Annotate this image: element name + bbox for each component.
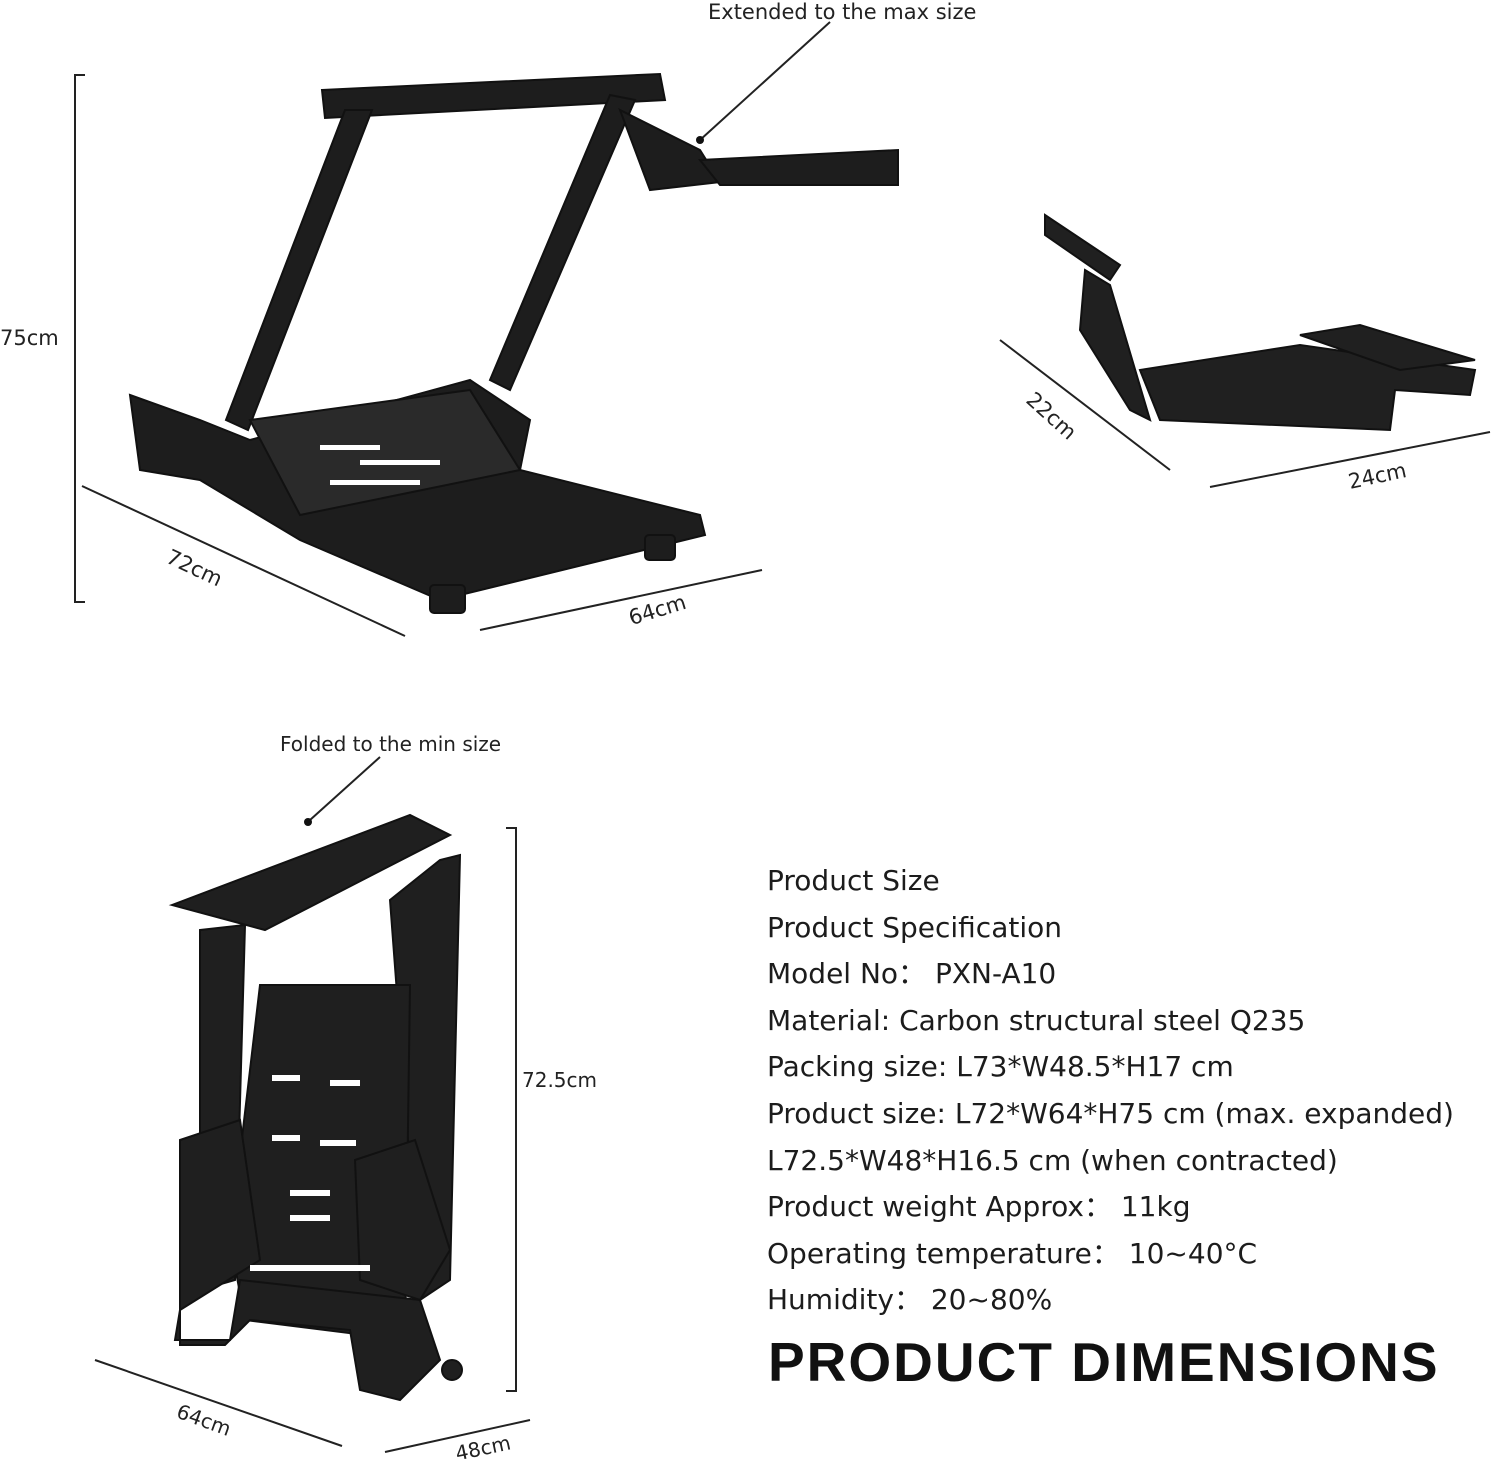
dimension-lines [74, 21, 1491, 1453]
folded-plate-slots [250, 1075, 370, 1271]
folded-annotation: Folded to the min size [280, 732, 502, 756]
extended-plate-slots [320, 445, 440, 485]
spec-line: Product Specification [767, 910, 1062, 944]
spec-line: Model No： PXN-A10 [767, 957, 1057, 991]
spec-line: Product weight Approx： 11kg [767, 1190, 1191, 1224]
extended-height-label: 75cm [0, 326, 59, 350]
extended-annotation: Extended to the max size [708, 0, 977, 24]
spec-list: Product Size Product Specification Model… [767, 858, 1454, 1324]
spec-line: Operating temperature： 10~40°C [767, 1236, 1258, 1270]
spec-line: Material: Carbon structural steel Q235 [767, 1003, 1306, 1037]
extended-stand-drawing [128, 72, 899, 614]
spec-line: L72.5*W48*H16.5 cm (when contracted) [767, 1143, 1338, 1177]
spec-line: Humidity： 20~80% [767, 1283, 1053, 1317]
spec-line: Product size: L72*W64*H75 cm (max. expan… [767, 1096, 1454, 1130]
page-title: PRODUCT DIMENSIONS [768, 1331, 1440, 1393]
spec-line: Packing size: L73*W48.5*H17 cm [767, 1050, 1234, 1084]
folded-stand-drawing [168, 813, 463, 1402]
mount-plate-drawing [1044, 213, 1477, 432]
spec-line: Product Size [767, 864, 940, 897]
folded-height-label: 72.5cm [522, 1068, 598, 1092]
